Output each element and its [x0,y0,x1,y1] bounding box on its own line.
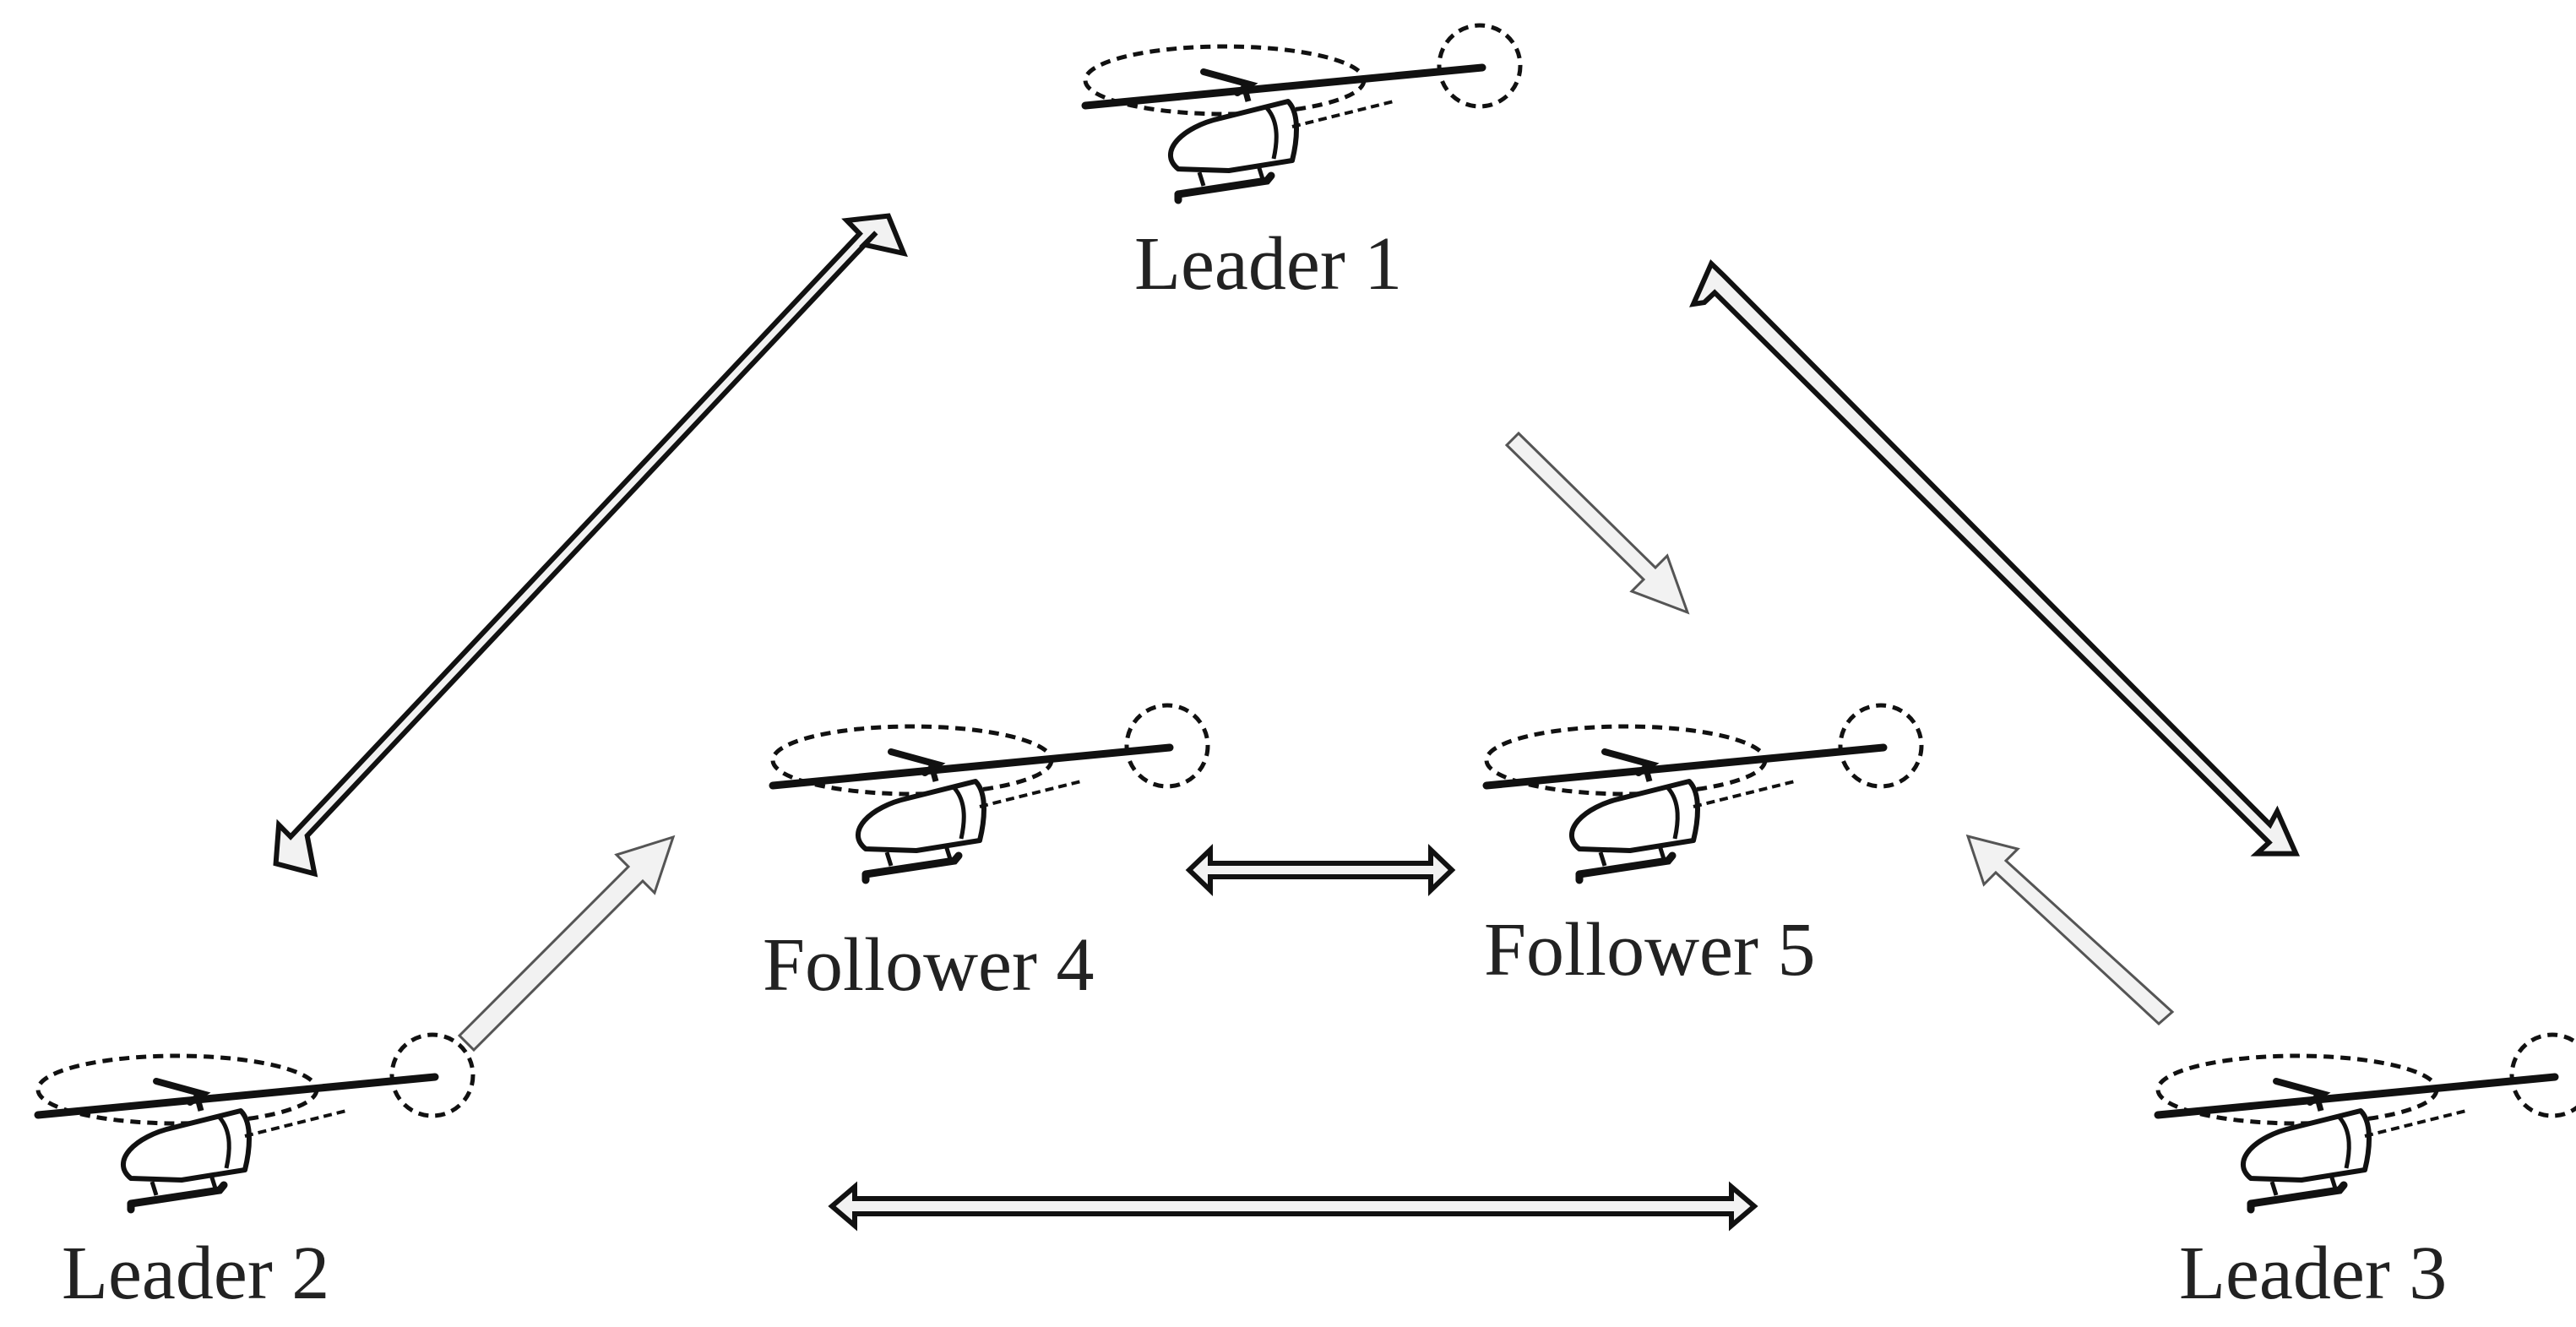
link-follower4-follower5 [1185,843,1456,897]
link-leader1-leader2 [273,213,908,878]
link-leader1-leader3 [1689,258,2301,857]
link-leader2-leader3 [828,1181,1758,1232]
helicopter-icon [2158,1035,2576,1210]
follower-4-label: Follower 4 [763,923,1095,1007]
arrow-leader2-to-follower4 [457,835,676,1052]
leader-1-label: Leader 1 [1134,222,1403,306]
follower-5-label: Follower 5 [1484,908,1816,992]
helicopter-icon [1085,25,1520,200]
helicopter-icon [1486,705,1921,880]
arrow-leader3-to-follower5 [1965,834,2175,1026]
arrow-leader1-to-follower5 [1504,431,1690,615]
leader-3-label: Leader 3 [2179,1232,2448,1315]
helicopter-icon [773,705,1208,880]
helicopter-icon [38,1035,473,1210]
leader-2-label: Leader 2 [62,1232,330,1315]
